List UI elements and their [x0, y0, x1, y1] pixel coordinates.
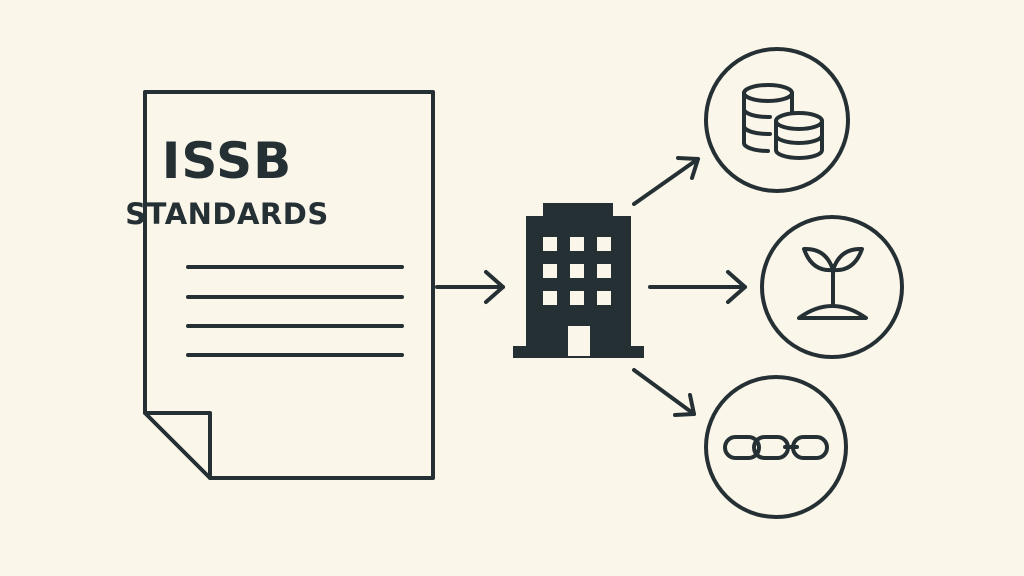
office-building-icon: [513, 203, 644, 358]
arrow-to-finance: [632, 156, 700, 206]
arrow-to-environment: [648, 270, 747, 304]
standards-document-icon: [143, 90, 435, 480]
document-subtitle: STANDARDS: [125, 197, 329, 231]
arrow-to-company: [435, 270, 505, 304]
chain-link-icon: [704, 375, 848, 519]
sprout-icon: [760, 215, 904, 359]
coins-icon: [704, 47, 850, 193]
arrow-to-value-chain: [632, 368, 696, 417]
document-title: ISSB: [161, 132, 293, 190]
